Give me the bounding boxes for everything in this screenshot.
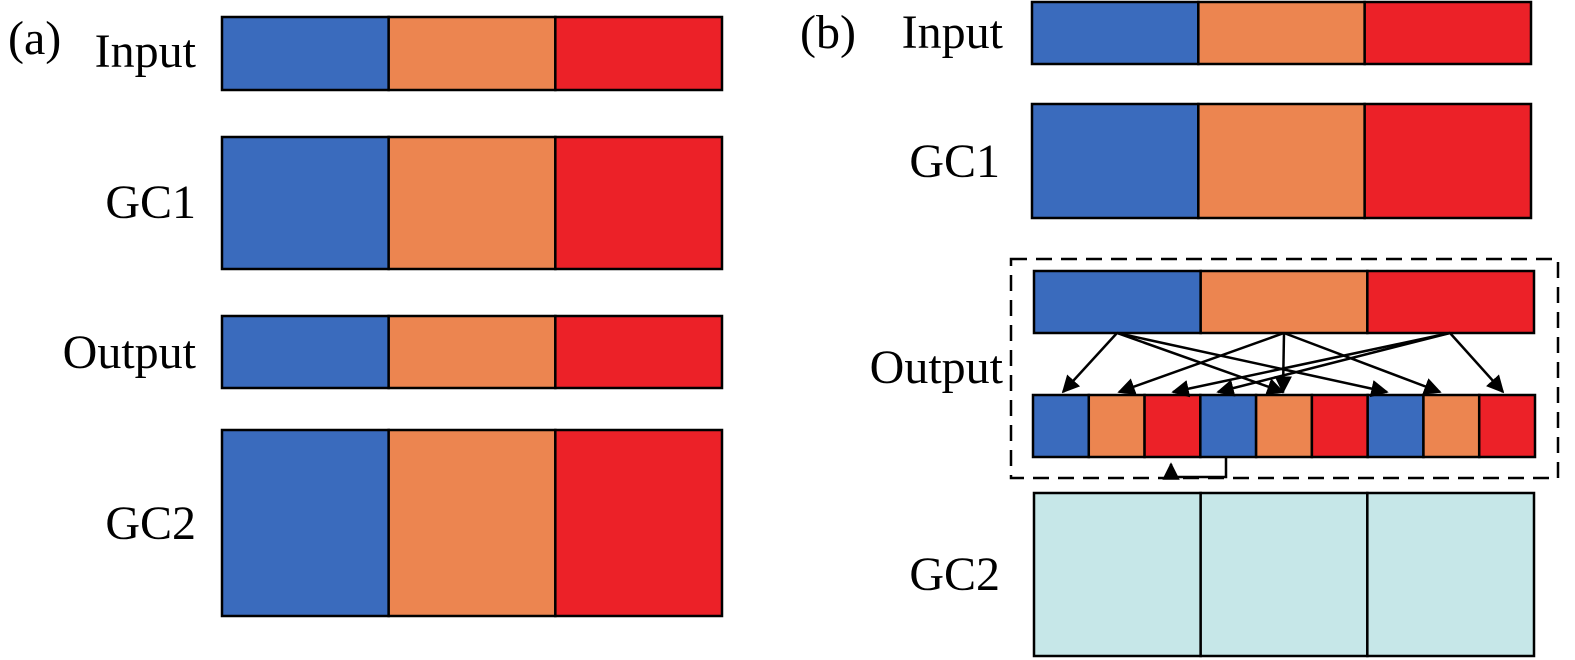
panel-b-shuffled-output-cell-orange: [1254, 393, 1314, 459]
shuffle-arrow-0-0: [1061, 332, 1118, 394]
panel-b-bars: [1030, 0, 1537, 658]
shuffle-arrow-2-1: [1216, 331, 1451, 397]
panel-b-shuffled-output-cell-blue: [1031, 393, 1091, 459]
panel-b-output-label: Output: [870, 341, 1004, 394]
panel-b-input-cell-blue: [1030, 0, 1200, 66]
shuffle-arrows: [1061, 331, 1505, 398]
panel-a-gc2-cell-red: [554, 428, 724, 618]
panel-b-shuffled-output-cell-red: [1143, 393, 1202, 459]
shuffle-arrow-1-1: [1274, 332, 1293, 394]
panel-b-gc1-cell-blue: [1030, 102, 1200, 220]
panel-b-tag: (b): [800, 6, 856, 59]
shuffle-arrow-1-2: [1283, 331, 1442, 395]
output-dashed-group-box: [1009, 257, 1560, 480]
panel-a-gc2-label: GC2: [105, 497, 196, 550]
panel-b-input-cell-orange: [1197, 0, 1366, 66]
panel-b-input-cell-red: [1363, 0, 1533, 66]
panel-a-input-label: Input: [95, 25, 197, 78]
panel-a-output-cell-blue: [220, 314, 390, 390]
panel-a-output-cell-red: [554, 314, 724, 390]
panel-a-gc1-label: GC1: [105, 176, 196, 229]
panel-a-tag: (a): [8, 12, 61, 65]
panel-b-shuffled-output-cell-orange: [1422, 393, 1481, 459]
panel-b-shuffled-output-cell-blue: [1366, 393, 1425, 459]
panel-a-gc1-cell-red: [554, 135, 724, 271]
panel-a-output-cell-orange: [387, 314, 557, 390]
panel-b: (b) Input GC1 Output GC2: [800, 0, 1560, 658]
shuffle-arrow-2-2: [1449, 332, 1505, 394]
panel-b-gc2-cell-cyan: [1199, 491, 1369, 658]
panel-a-bars: [220, 15, 724, 618]
panel-a-gc2-cell-blue: [220, 428, 390, 618]
panel-b-gc1-cell-red: [1363, 102, 1533, 220]
panel-b-gc2-label: GC2: [909, 548, 1000, 601]
panel-b-shuffled-output-cell-red: [1477, 393, 1537, 459]
panel-a-gc2-cell-orange: [387, 428, 557, 618]
panel-b-output-cell-orange: [1199, 269, 1369, 335]
panel-b-output-cell-blue: [1032, 269, 1202, 335]
panel-a-input-cell-blue: [220, 15, 390, 92]
shuffle-arrow-0-2: [1116, 331, 1389, 398]
panel-a-gc1-cell-orange: [387, 135, 557, 271]
gc2-feedback-arrow: [1162, 457, 1228, 480]
panel-b-output-cell-red: [1366, 269, 1536, 335]
panel-a-input-cell-red: [554, 15, 724, 92]
panel-a-gc1-cell-blue: [220, 135, 390, 271]
panel-b-gc2-cell-cyan: [1032, 491, 1202, 658]
panel-a-output-label: Output: [63, 326, 197, 379]
panel-b-gc2-cell-cyan: [1366, 491, 1536, 658]
shuffle-arrow-1-0: [1117, 331, 1285, 395]
panel-b-shuffled-output-cell-red: [1310, 393, 1369, 459]
panel-b-shuffled-output-cell-orange: [1087, 393, 1146, 459]
panel-b-gc1-cell-orange: [1197, 102, 1366, 220]
shuffle-arrow-2-0: [1171, 331, 1451, 398]
panel-b-input-label: Input: [902, 6, 1004, 59]
panel-b-shuffled-output-cell-blue: [1199, 393, 1258, 459]
panel-a-input-cell-orange: [387, 15, 557, 92]
panel-a: (a) Input GC1 Output GC2: [8, 12, 724, 618]
panel-b-gc1-label: GC1: [909, 135, 1000, 188]
